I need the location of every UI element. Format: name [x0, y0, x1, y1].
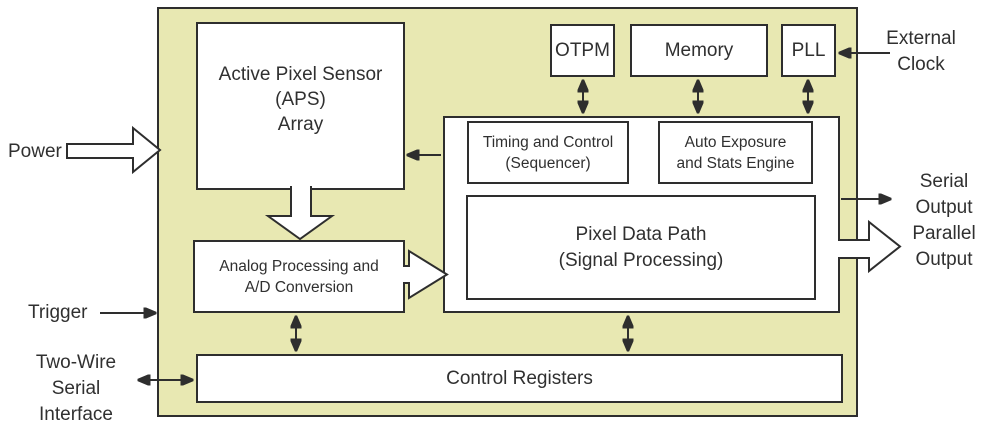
timing-label-line1: Timing and Control [482, 133, 614, 151]
external-clock-label-line1: External [886, 28, 956, 49]
parallel-output-label-line1: Parallel [912, 223, 976, 244]
pixel-data-path-label-line2: (Signal Processing) [558, 249, 724, 271]
pll-label: PLL [791, 40, 826, 61]
block-memory: Memory [630, 24, 768, 77]
memory-label: Memory [664, 40, 734, 61]
power-label: Power [8, 141, 62, 162]
block-control-registers: Control Registers [196, 354, 843, 403]
otpm-label: OTPM [555, 40, 610, 61]
block-otpm: OTPM [550, 24, 615, 77]
aps-label-line2: (APS) [275, 88, 326, 110]
two-wire-label-line1: Two-Wire [35, 352, 117, 373]
block-pll: PLL [781, 24, 836, 77]
block-timing-control: Timing and Control (Sequencer) [467, 121, 629, 184]
external-clock-label-line2: Clock [897, 54, 945, 75]
analog-label-line2: A/D Conversion [244, 278, 354, 296]
timing-label-line2: (Sequencer) [505, 154, 591, 172]
analog-label-line1: Analog Processing and [219, 257, 379, 275]
aps-label-line3: Array [277, 113, 324, 135]
auto-exposure-label-line2: and Stats Engine [676, 154, 795, 172]
block-auto-exposure: Auto Exposure and Stats Engine [658, 121, 813, 184]
power-input-arrow [66, 125, 162, 175]
aps-label-line1: Active Pixel Sensor [218, 63, 383, 85]
auto-exposure-label-line1: Auto Exposure [684, 133, 787, 151]
serial-output-label-line1: Serial [919, 171, 969, 192]
control-registers-label: Control Registers [446, 368, 593, 389]
parallel-output-label-line2: Output [915, 249, 973, 270]
two-wire-label-line2: Serial [51, 378, 101, 399]
trigger-label: Trigger [28, 302, 88, 323]
block-analog-processing: Analog Processing and A/D Conversion [193, 240, 405, 313]
two-wire-label-line3: Interface [39, 404, 113, 425]
block-aps-array: Active Pixel Sensor (APS) Array [196, 22, 405, 190]
block-pixel-data-path: Pixel Data Path (Signal Processing) [466, 195, 816, 300]
output-labels: Serial Output Parallel Output [898, 169, 990, 273]
pixel-data-path-label-line1: Pixel Data Path [575, 223, 707, 245]
external-clock-label: External Clock [877, 26, 965, 78]
two-wire-serial-interface-label: Two-Wire Serial Interface [22, 350, 130, 428]
serial-output-label-line2: Output [915, 197, 973, 218]
